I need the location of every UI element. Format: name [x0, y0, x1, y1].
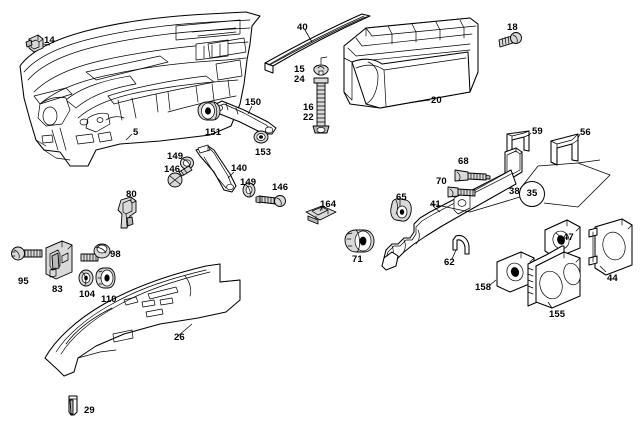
callout-95: 95	[18, 276, 29, 287]
leader-56	[577, 133, 581, 139]
callout-44: 44	[607, 273, 618, 284]
callout-47: 47	[563, 232, 574, 243]
leader-155	[547, 301, 553, 309]
leader-20	[407, 99, 431, 104]
callout-104: 104	[79, 289, 96, 300]
leader-158	[489, 279, 497, 286]
callout-29: 29	[84, 405, 95, 416]
part-149-washer-lower	[242, 182, 256, 198]
part-151-bushing	[197, 101, 221, 121]
callout-150: 150	[245, 97, 262, 108]
leader-26	[177, 323, 193, 337]
callout-158: 158	[475, 282, 492, 293]
callout-68: 68	[458, 156, 469, 167]
callout-80: 80	[126, 189, 137, 200]
part-62-spring-clip	[452, 235, 470, 255]
leader-47	[555, 232, 563, 239]
callout-59: 59	[532, 126, 543, 137]
leader-59	[527, 132, 532, 137]
part-20-glove-box	[343, 17, 479, 109]
part-153-grommet	[253, 130, 269, 144]
callout-70: 70	[436, 176, 447, 187]
part-110-hex-nut	[95, 267, 116, 289]
callout-41: 41	[430, 199, 441, 210]
part-104-lock-washer	[78, 269, 94, 287]
callout-20: 20	[431, 95, 442, 106]
part-83-mounting-bracket	[45, 240, 73, 280]
callout-151: 151	[205, 127, 222, 138]
part-71-knurled-nut	[344, 229, 375, 253]
callout-164: 164	[320, 199, 337, 210]
part-14-retaining-clip	[25, 34, 44, 53]
leader-140	[227, 171, 235, 179]
callout-26: 26	[174, 332, 185, 343]
callout-149a: 149	[167, 151, 184, 162]
part-146-screw-lower	[255, 195, 286, 207]
part-164-flat-clip	[305, 205, 337, 225]
callout-5: 5	[133, 127, 139, 138]
part-40-upper-trim-strip	[264, 13, 371, 74]
part-158-switch-bezel	[496, 251, 535, 293]
part-80-bracket-clip	[117, 196, 137, 229]
leader-14	[42, 43, 51, 46]
callout-18: 18	[507, 22, 518, 33]
leader-40	[304, 29, 313, 43]
part-26-dash-top-pad	[44, 263, 241, 377]
callout-140: 140	[231, 163, 248, 174]
callout-35: 35	[519, 181, 545, 207]
callout-38: 38	[509, 186, 520, 197]
callout-35-leaders	[431, 159, 611, 213]
part-65-grommet	[390, 198, 412, 222]
callout-40: 40	[297, 22, 308, 33]
callout-149b: 149	[240, 177, 257, 188]
part-16-22-long-bolt	[312, 77, 330, 134]
part-98-flange-bolt	[80, 243, 111, 262]
callout-62: 62	[444, 257, 455, 268]
part-146-screw-upper	[167, 165, 193, 188]
callout-110: 110	[101, 294, 117, 305]
leader-62	[451, 249, 457, 260]
callout-83: 83	[52, 284, 63, 295]
callout-98: 98	[110, 249, 121, 260]
leader-41	[433, 206, 441, 213]
part-68-screw	[454, 169, 491, 182]
callout-56: 56	[580, 127, 591, 138]
leader-164	[319, 206, 323, 212]
leader-5	[125, 133, 133, 141]
callout-65: 65	[396, 192, 407, 203]
callout-16_22: 16 22	[303, 102, 314, 123]
callout-146b: 146	[272, 182, 289, 193]
callout-14: 14	[44, 35, 55, 46]
part-70-screw	[447, 186, 476, 198]
part-56-u-clip-large	[550, 133, 579, 166]
callout-71: 71	[352, 254, 363, 265]
part-41-lower-trim-rail	[381, 169, 517, 271]
callout-15_24: 15 24	[294, 64, 305, 85]
leader-44	[599, 265, 607, 273]
part-140-support-strut	[195, 144, 237, 193]
part-29-plug	[68, 395, 78, 416]
callout-146a: 146	[164, 164, 181, 175]
leader-150	[247, 105, 253, 115]
callout-155: 155	[549, 309, 566, 320]
part-155-switch-panel-double	[527, 245, 581, 309]
part-5-instrument-panel	[19, 11, 261, 167]
part-95-hex-bolt	[11, 246, 43, 261]
part-18-screw	[498, 32, 522, 48]
part-15-24-washer	[313, 56, 329, 76]
part-44-switch-panel-frame	[588, 218, 633, 276]
callout-153: 153	[255, 147, 272, 158]
